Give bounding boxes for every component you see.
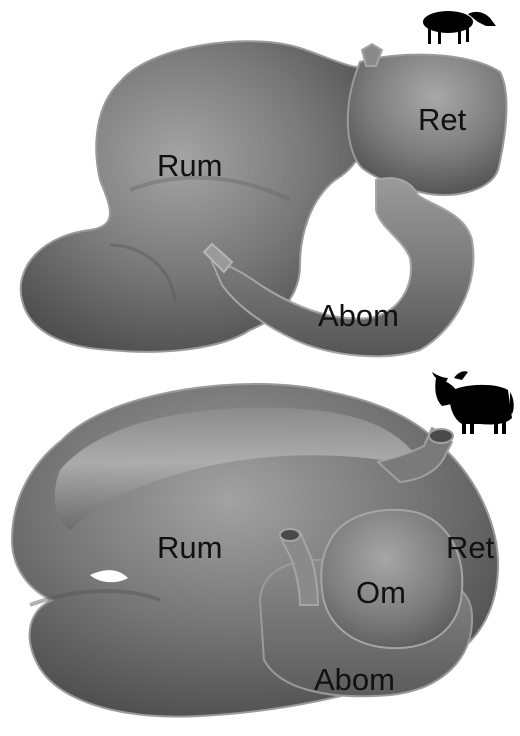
bottom-stomach-diagram: Rum Ret Om Abom	[12, 371, 514, 716]
bottom-reticulum-label: Ret	[446, 530, 495, 565]
mouse-deer-silhouette-icon	[423, 11, 496, 44]
bottom-esophagus-opening	[429, 429, 453, 443]
bottom-rumen-label: Rum	[157, 530, 222, 565]
bovine-silhouette-icon	[432, 371, 514, 434]
top-abomasum-label: Abom	[318, 298, 399, 333]
top-rumen-label: Rum	[157, 148, 222, 183]
top-stomach-diagram: Rum Ret Abom	[21, 11, 507, 356]
bottom-pylorus-opening	[280, 529, 300, 541]
bottom-omasum-label: Om	[356, 575, 406, 610]
bottom-abomasum-label: Abom	[314, 662, 395, 697]
top-reticulum-label: Ret	[418, 102, 467, 137]
